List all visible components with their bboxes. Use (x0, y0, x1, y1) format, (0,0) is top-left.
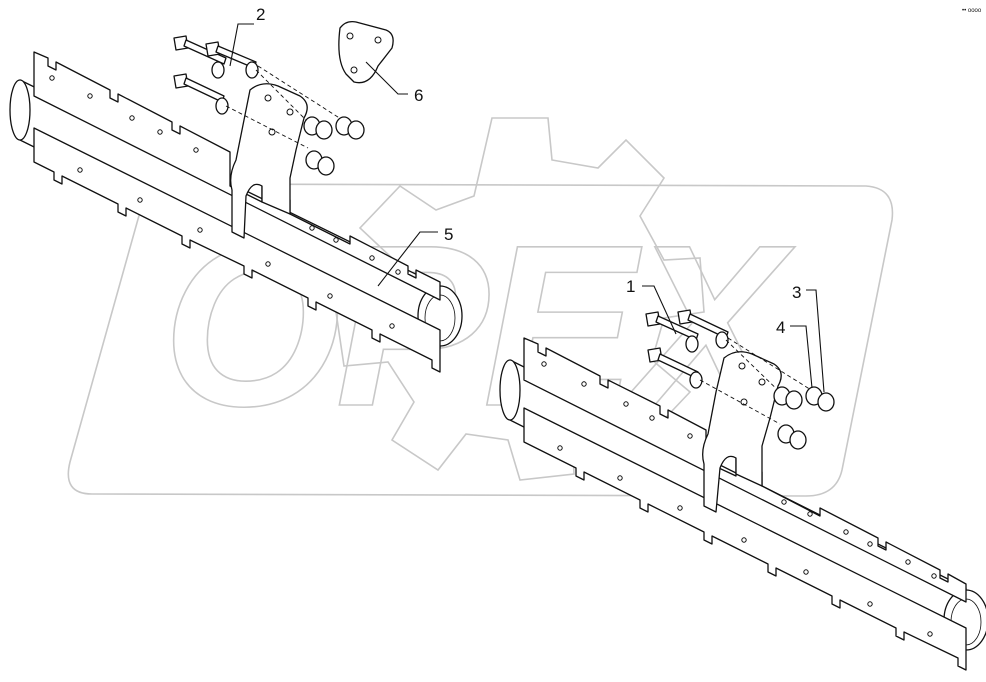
right-fasteners (645, 309, 835, 450)
callout-6: 6 (414, 86, 423, 105)
callout-3: 3 (792, 283, 801, 302)
left-fasteners (173, 35, 365, 176)
right-tube-assembly (499, 337, 986, 671)
callout-2: 2 (256, 5, 265, 24)
right-mount-bracket (702, 351, 782, 513)
callout-4: 4 (776, 318, 785, 337)
corner-mark: •• oooo (962, 8, 982, 14)
left-mount-bracket (230, 83, 308, 239)
right-tube-end-far (499, 359, 521, 421)
callout-1: 1 (626, 277, 635, 296)
left-tube-end-far (9, 79, 31, 141)
left-tube-assembly (9, 51, 463, 373)
callout-leaders (229, 23, 825, 393)
plate-part-6 (338, 20, 394, 84)
callout-5: 5 (444, 225, 453, 244)
